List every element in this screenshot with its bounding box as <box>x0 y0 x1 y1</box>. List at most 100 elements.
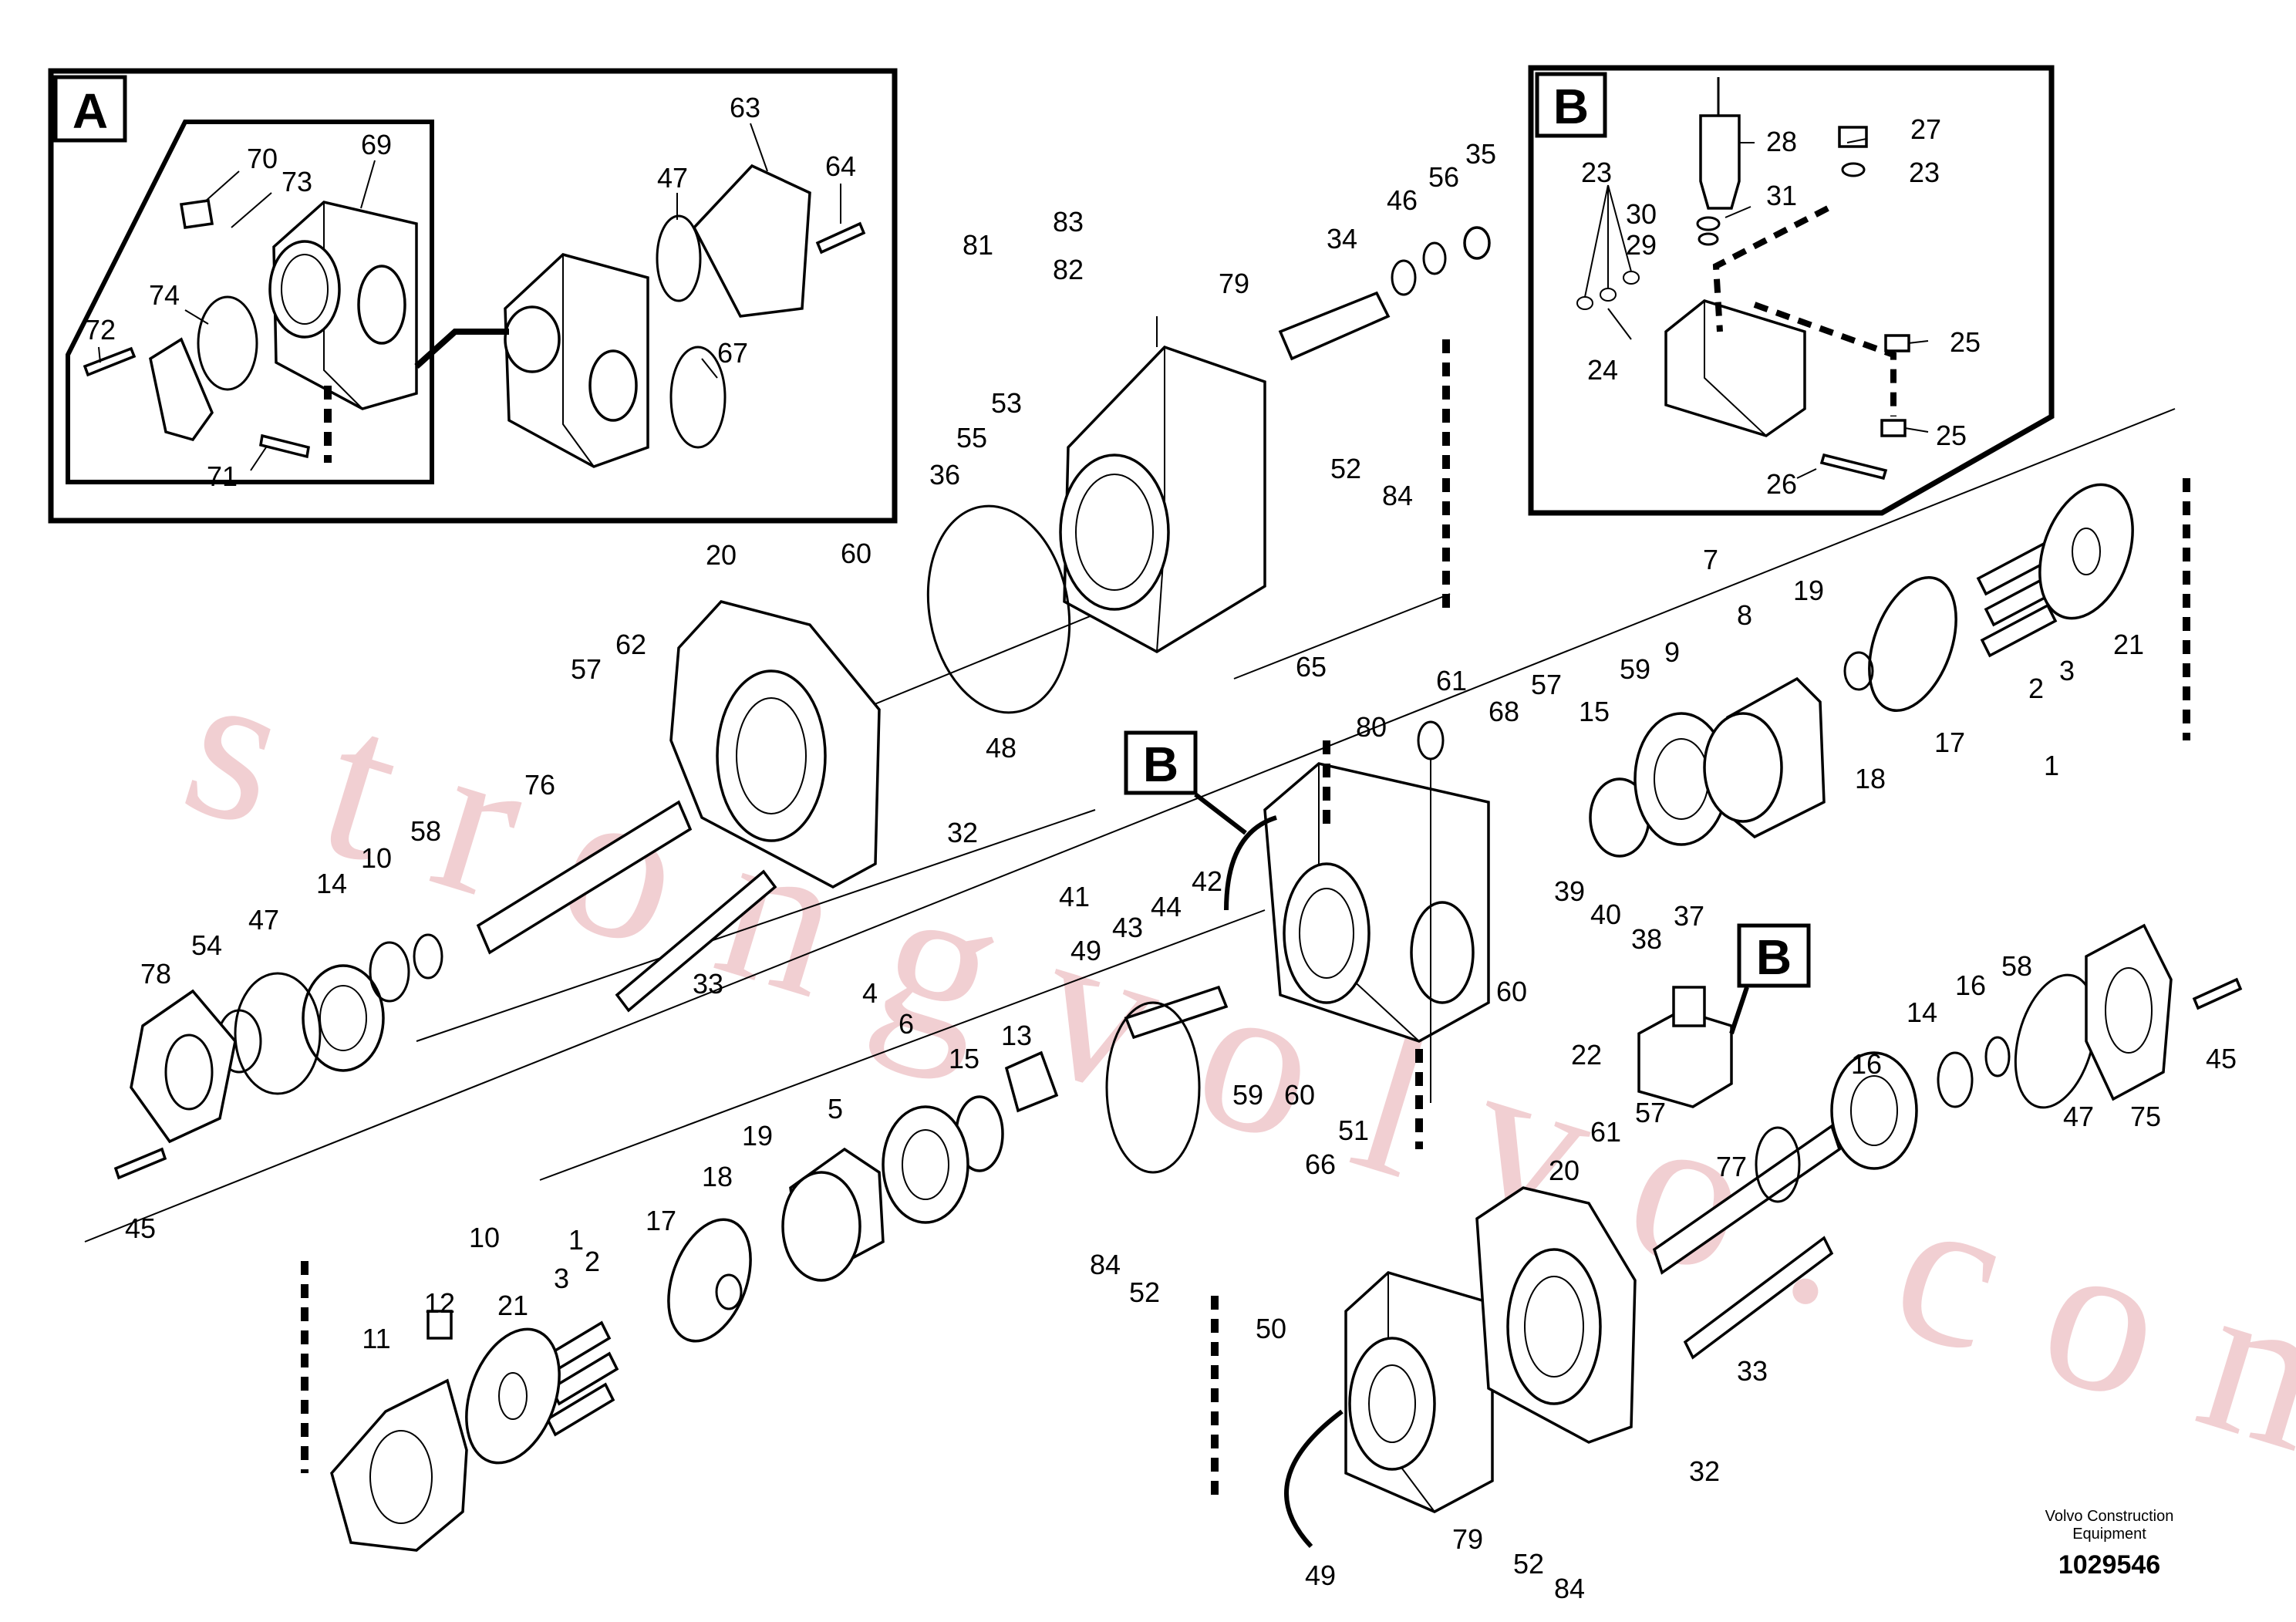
part-label: 81 <box>963 229 993 261</box>
part-label: 63 <box>730 92 760 123</box>
part-label: 59 <box>1232 1079 1263 1111</box>
part-label: 17 <box>646 1205 676 1236</box>
part-label: 19 <box>1793 575 1824 606</box>
part-label: 18 <box>702 1161 733 1192</box>
part-label: 40 <box>1590 899 1621 930</box>
part-label: 19 <box>742 1120 773 1152</box>
part-labels: 70 73 69 63 47 64 74 72 67 71 28 27 23 2… <box>85 92 2237 1604</box>
part-label: 34 <box>1327 223 1357 255</box>
part-label: 60 <box>841 538 872 569</box>
part-label: 17 <box>1934 727 1965 758</box>
part-label: 1 <box>568 1224 584 1256</box>
footer: Volvo Construction Equipment 1029546 <box>2045 1508 2174 1580</box>
brand-line-2: Equipment <box>2072 1526 2146 1543</box>
part-label: 15 <box>1579 696 1610 727</box>
part-label: 61 <box>1590 1116 1621 1148</box>
part-label: 52 <box>1513 1548 1544 1580</box>
part-label: 67 <box>717 337 748 369</box>
o-ring-67 <box>669 346 727 449</box>
part-label: 49 <box>1305 1560 1336 1591</box>
part-label: 13 <box>1001 1020 1032 1051</box>
part-label: 84 <box>1090 1249 1121 1280</box>
part-label: 57 <box>1635 1097 1666 1128</box>
part-label: 52 <box>1129 1276 1160 1308</box>
part-label: 39 <box>1554 875 1585 907</box>
part-label: 71 <box>207 460 238 492</box>
part-label: 80 <box>1356 711 1387 743</box>
callout-b-left: B <box>1143 737 1178 792</box>
part-label: 2 <box>585 1246 600 1277</box>
part-label: 1 <box>2044 750 2059 781</box>
part-label: 44 <box>1151 891 1182 922</box>
part-label: 25 <box>1950 326 1981 358</box>
part-label: 23 <box>1581 157 1612 188</box>
part-label: 6 <box>899 1008 914 1040</box>
part-label: 8 <box>1737 599 1752 631</box>
part-label: 24 <box>1587 354 1618 386</box>
inset-b: B <box>1528 65 2055 516</box>
part-label: 79 <box>1219 268 1249 299</box>
part-label: 14 <box>316 868 347 899</box>
part-label: 58 <box>410 815 441 847</box>
part-label: 66 <box>1305 1148 1336 1180</box>
part-label: 55 <box>956 422 987 454</box>
part-label: 70 <box>247 143 278 174</box>
part-label: 45 <box>2206 1043 2237 1074</box>
part-label: 32 <box>1689 1455 1720 1487</box>
part-label: 29 <box>1626 229 1657 261</box>
part-label: 46 <box>1387 184 1418 216</box>
part-label: 84 <box>1554 1573 1585 1604</box>
part-label: 2 <box>2028 673 2044 704</box>
part-label: 37 <box>1674 900 1704 932</box>
o-ring-48 <box>926 504 1071 714</box>
part-label: 57 <box>571 653 602 685</box>
part-label: 3 <box>554 1263 569 1294</box>
part-label: 84 <box>1382 480 1413 511</box>
part-label: 23 <box>1909 157 1940 188</box>
part-label: 64 <box>825 150 856 182</box>
part-label: 61 <box>1436 665 1467 696</box>
part-label: 47 <box>248 904 279 936</box>
part-label: 11 <box>362 1323 390 1354</box>
part-label: 12 <box>424 1287 455 1319</box>
part-label: 76 <box>524 769 555 801</box>
part-label: 51 <box>1338 1114 1369 1146</box>
part-label: 21 <box>497 1290 528 1321</box>
part-label: 22 <box>1571 1039 1602 1071</box>
part-label: 16 <box>1955 969 1986 1001</box>
part-label: 47 <box>657 162 688 194</box>
part-label: 3 <box>2059 655 2075 686</box>
part-label: 9 <box>1664 636 1680 668</box>
part-label: 21 <box>2113 629 2144 660</box>
part-label: 38 <box>1631 923 1662 955</box>
inset-a-letter: A <box>72 83 108 139</box>
part-label: 35 <box>1465 138 1496 170</box>
part-label: 14 <box>1907 996 1937 1028</box>
part-label: 5 <box>828 1093 843 1125</box>
part-label: 27 <box>1910 113 1941 145</box>
part-label: 82 <box>1053 254 1084 285</box>
part-label: 59 <box>1620 653 1650 685</box>
part-label: 58 <box>2001 950 2032 982</box>
part-label: 30 <box>1626 198 1657 230</box>
part-label: 28 <box>1766 126 1797 157</box>
part-label: 42 <box>1192 865 1222 897</box>
part-label: 77 <box>1716 1151 1747 1182</box>
part-label: 60 <box>1496 976 1527 1007</box>
part-label: 49 <box>1070 935 1101 966</box>
document-number: 1029546 <box>2058 1550 2160 1580</box>
part-label: 16 <box>1851 1048 1882 1080</box>
part-label: 68 <box>1489 696 1519 727</box>
part-label: 43 <box>1112 912 1143 943</box>
part-label: 50 <box>1256 1313 1286 1344</box>
part-label: 78 <box>140 958 171 990</box>
inset-b-letter: B <box>1553 79 1589 134</box>
part-label: 56 <box>1428 161 1459 193</box>
part-label: 47 <box>2063 1101 2094 1132</box>
part-label: 33 <box>693 968 723 1000</box>
part-label: 20 <box>1549 1155 1580 1186</box>
part-label: 31 <box>1766 180 1797 211</box>
part-label: 20 <box>706 539 737 571</box>
part-label: 10 <box>361 842 392 874</box>
